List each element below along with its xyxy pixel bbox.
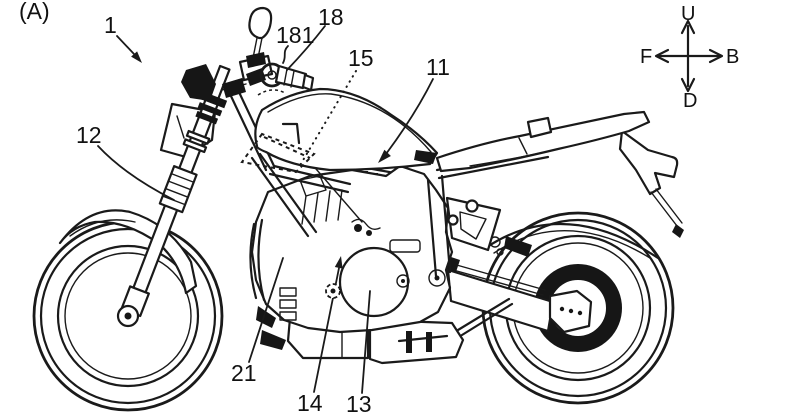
rear-fender-hanger: [618, 129, 684, 238]
muffler-chamber: [368, 318, 465, 365]
bar-end: [301, 73, 315, 92]
headstock-clamp: [222, 78, 246, 98]
ref-label-13: 13: [346, 391, 372, 417]
compass-label-front: F: [640, 46, 652, 68]
front-tire-inner: [39, 227, 217, 405]
front-rim-outer: [56, 244, 200, 388]
wiring-details: [351, 218, 421, 253]
headlight-unit: [181, 64, 216, 101]
orientation-compass: U D F B: [640, 3, 739, 112]
frame: [228, 88, 452, 278]
compass-label-back: B: [726, 46, 739, 68]
fork-ring: [185, 129, 211, 145]
cylinder-fins: [301, 189, 343, 225]
leader-18: [286, 25, 326, 71]
front-fork: [120, 64, 231, 319]
engine: [249, 164, 454, 350]
turn-signal-stalk: [650, 188, 683, 227]
leader-12: [97, 145, 175, 201]
leader-14-arrowhead: [334, 256, 343, 269]
fuel-tank: [254, 87, 439, 172]
ref-label-11: 11: [426, 54, 450, 80]
leader-13: [361, 290, 371, 394]
crank-center-marker: [325, 283, 341, 299]
front-rim-inner: [64, 252, 192, 380]
main-tube: [268, 164, 352, 194]
mirror: [246, 6, 273, 68]
mirror-base: [246, 52, 266, 68]
swingarm: [445, 261, 593, 337]
fork-boot: [158, 165, 198, 214]
leader-11-arrowhead: [378, 149, 391, 163]
reference-labels: (A) 1 12 181 18 15 11 21 14 13: [19, 0, 450, 417]
front-fender: [58, 209, 198, 295]
compass-arrow-down: [680, 77, 696, 93]
tank-seam: [281, 122, 301, 145]
pivot-plate: [426, 174, 452, 278]
leader-15-dotted: [298, 70, 357, 168]
front-hub: [116, 304, 140, 328]
compass-arrow-front: [654, 48, 670, 64]
turn-signal-tip: [672, 224, 684, 238]
stand-linkage: [456, 297, 514, 337]
ref-label-1: 1: [104, 12, 117, 38]
compass-arrow-back: [708, 48, 724, 64]
seat-strap: [526, 116, 553, 139]
mirror-head: [248, 6, 273, 40]
drive-chain: [445, 261, 546, 296]
clutch-cover: [338, 246, 410, 318]
compass-arrow-up: [680, 19, 696, 35]
radiator: [249, 218, 297, 321]
ref-label-21: 21: [231, 360, 257, 386]
ref-label-181: 181: [276, 22, 314, 48]
leader-11: [385, 78, 434, 155]
compass-axes: [657, 24, 721, 88]
ref-label-15: 15: [348, 45, 374, 71]
hidden-component-15: [240, 132, 316, 174]
ref-label-18: 18: [318, 4, 344, 30]
seat-tail: [435, 110, 651, 173]
leader-1: [116, 35, 135, 55]
panel-label: (A): [19, 0, 50, 24]
ref-label-12: 12: [76, 122, 102, 148]
leader-1-arrowhead: [131, 51, 142, 63]
handlebar-controls: [221, 54, 315, 98]
leader-181: [282, 45, 289, 64]
compass-label-up: U: [681, 3, 695, 25]
compass-label-down: D: [683, 90, 697, 112]
ref-label-14: 14: [297, 390, 323, 416]
leader-21: [248, 257, 284, 363]
leader-lines: [97, 25, 434, 394]
trellis-brace: [250, 152, 318, 238]
front-sprocket: [428, 269, 446, 287]
fork-ring: [182, 138, 208, 154]
swingarm-body: [446, 268, 555, 333]
pillion-footpeg: [489, 236, 532, 257]
